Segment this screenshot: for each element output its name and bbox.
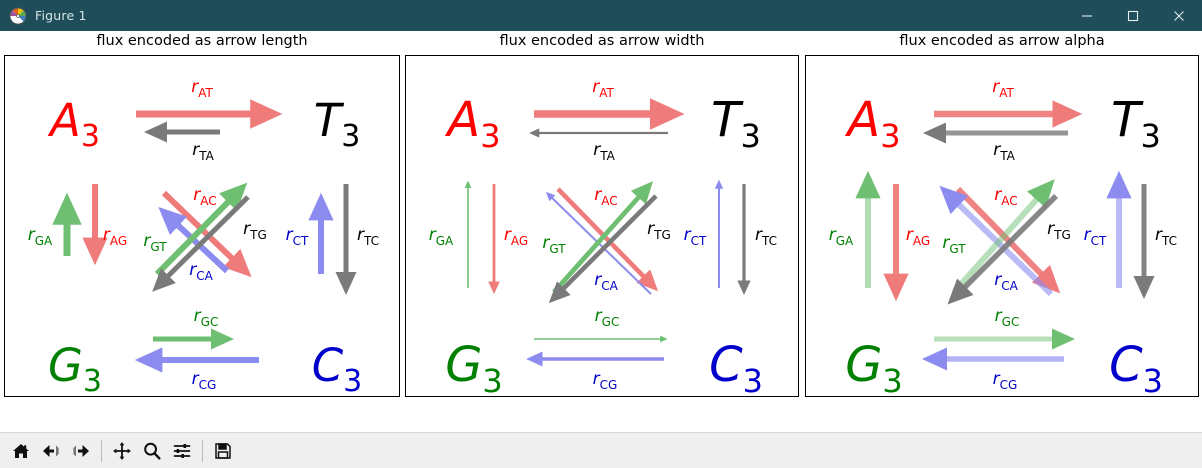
rate-label-CG: rCG xyxy=(993,369,1018,392)
pan-move-icon[interactable] xyxy=(107,436,137,466)
figure-canvas[interactable]: flux encoded as arrow length xyxy=(0,31,1202,432)
save-floppy-disk-icon[interactable] xyxy=(208,436,238,466)
rate-label-GA: rGA xyxy=(429,225,454,248)
matplotlib-logo-icon xyxy=(9,7,27,25)
arrow-CA xyxy=(545,191,652,295)
subplot-title-alpha: flux encoded as arrow alpha xyxy=(899,33,1105,49)
node-label-T: T3 xyxy=(711,92,761,155)
subplot-flux-arrow-length: flux encoded as arrow length xyxy=(4,31,400,432)
rate-label-GA: rGA xyxy=(829,225,854,248)
rate-label-TA: rTA xyxy=(593,140,615,163)
arrow-GT xyxy=(552,181,654,294)
rate-label-CA: rCA xyxy=(994,270,1018,293)
axes-alpha[interactable]: A3 T3 G3 C3 rAT rTA rGA rAG r xyxy=(805,55,1199,397)
rate-label-CG: rCG xyxy=(593,369,618,392)
node-label-G: G3 xyxy=(48,339,102,397)
rate-label-GT: rGT xyxy=(143,231,167,254)
node-label-A: A3 xyxy=(844,92,900,155)
back-arrow-icon[interactable] xyxy=(36,436,66,466)
minimize-button[interactable] xyxy=(1064,0,1110,31)
node-label-A: A3 xyxy=(47,94,100,154)
toolbar-separator-1 xyxy=(101,439,102,462)
arrow-TG xyxy=(152,195,250,292)
subplot-flux-arrow-width: flux encoded as arrow width xyxy=(405,31,799,432)
rate-label-CT: rCT xyxy=(286,225,309,248)
rate-label-AC: rAC xyxy=(994,185,1017,208)
axes-width[interactable]: A3 T3 G3 C3 rAT rTA rGA rAG r xyxy=(405,55,799,397)
rate-label-GC: rGC xyxy=(995,306,1020,329)
node-label-A: A3 xyxy=(444,92,500,155)
window-title: Figure 1 xyxy=(35,8,87,23)
rate-label-CT: rCT xyxy=(684,225,707,248)
rate-label-AG: rAG xyxy=(906,225,930,248)
window-controls xyxy=(1064,0,1202,31)
rate-label-GA: rGA xyxy=(28,225,53,248)
node-label-G: G3 xyxy=(845,337,903,397)
arrow-GT xyxy=(951,179,1055,294)
rate-label-GC: rGC xyxy=(595,306,620,329)
subplot-title-length: flux encoded as arrow length xyxy=(96,33,308,49)
maximize-button[interactable] xyxy=(1110,0,1156,31)
subplot-title-width: flux encoded as arrow width xyxy=(499,33,705,49)
toolbar-separator-2 xyxy=(202,439,203,462)
rate-label-GT: rGT xyxy=(942,233,966,256)
rate-label-AG: rAG xyxy=(103,225,127,248)
forward-arrow-icon[interactable] xyxy=(66,436,96,466)
axes-length[interactable]: A3 T3 G3 C3 rAT rTA rGA rAG xyxy=(4,55,400,397)
navigation-toolbar xyxy=(0,432,1202,468)
rate-label-TC: rTC xyxy=(1155,225,1177,248)
rate-label-TA: rTA xyxy=(993,140,1015,163)
rate-label-TA: rTA xyxy=(192,140,214,163)
rate-label-AG: rAG xyxy=(504,225,528,248)
rate-label-GT: rGT xyxy=(542,233,566,256)
rate-label-AT: rAT xyxy=(992,77,1014,100)
zoom-magnifier-icon[interactable] xyxy=(137,436,167,466)
rate-label-AC: rAC xyxy=(193,185,216,208)
rate-label-TC: rTC xyxy=(755,225,777,248)
rate-label-CG: rCG xyxy=(192,369,217,392)
rate-label-CT: rCT xyxy=(1084,225,1107,248)
node-label-G: G3 xyxy=(445,337,503,397)
node-label-T: T3 xyxy=(314,94,361,154)
rate-label-CA: rCA xyxy=(189,260,213,283)
arrow-GT xyxy=(154,182,248,277)
rate-label-CA: rCA xyxy=(594,270,618,293)
home-icon[interactable] xyxy=(6,436,36,466)
configure-subplots-sliders-icon[interactable] xyxy=(167,436,197,466)
rate-label-AC: rAC xyxy=(594,185,617,208)
rate-label-AT: rAT xyxy=(592,77,614,100)
rate-label-TG: rTG xyxy=(243,219,267,242)
rate-label-TC: rTC xyxy=(357,225,379,248)
rate-label-TG: rTG xyxy=(1047,219,1071,242)
arrow-TG xyxy=(947,194,1058,305)
close-button[interactable] xyxy=(1156,0,1202,31)
rate-label-TG: rTG xyxy=(647,219,671,242)
arrow-TG xyxy=(548,194,658,304)
rate-label-AT: rAT xyxy=(191,77,213,100)
subplot-flux-arrow-alpha: flux encoded as arrow alpha xyxy=(805,31,1199,432)
node-label-C: C3 xyxy=(709,337,763,397)
rate-label-GC: rGC xyxy=(194,306,219,329)
node-label-T: T3 xyxy=(1111,92,1161,155)
window-titlebar: Figure 1 xyxy=(0,0,1202,31)
node-label-C: C3 xyxy=(1109,337,1163,397)
node-label-C: C3 xyxy=(312,339,363,397)
